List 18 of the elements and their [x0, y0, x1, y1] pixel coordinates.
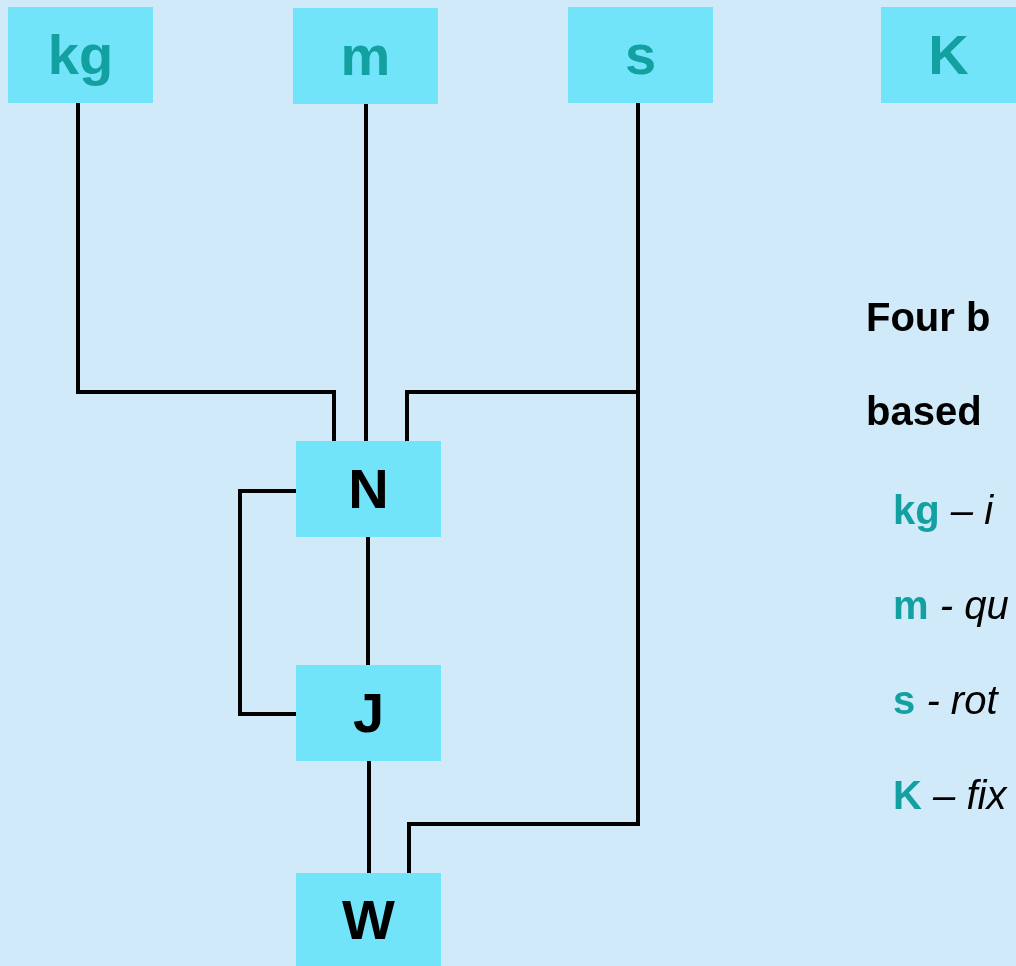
unit-box: m — [293, 8, 438, 104]
unit-box: W — [296, 873, 441, 966]
unit-box: kg — [8, 7, 153, 103]
description-text: based — [866, 388, 982, 435]
unit-box: J — [296, 665, 441, 761]
unit-definition-text: K – fix — [893, 772, 1007, 819]
connector-line — [367, 761, 371, 873]
unit-definition-text: kg – i — [893, 487, 994, 534]
unit-box: N — [296, 441, 441, 537]
connector-line — [366, 537, 370, 665]
unit-box: s — [568, 7, 713, 103]
unit-definition-text: s - rot — [893, 677, 998, 724]
unit-definition-text: m - qu — [893, 582, 1009, 629]
connector-line — [364, 104, 368, 441]
connector-line — [238, 489, 296, 716]
unit-box: K — [881, 7, 1016, 103]
connector-line — [76, 103, 336, 441]
description-text: Four b — [866, 294, 991, 341]
